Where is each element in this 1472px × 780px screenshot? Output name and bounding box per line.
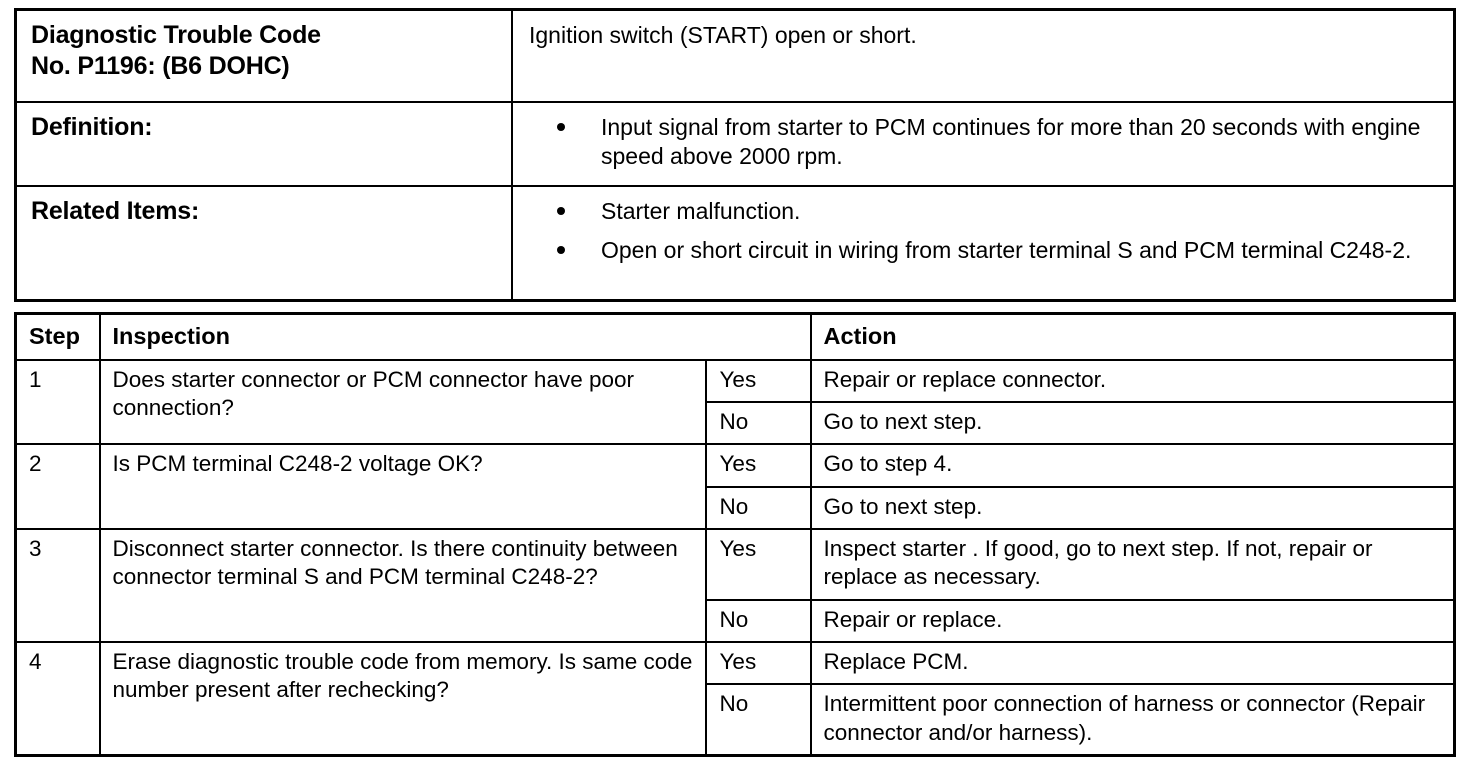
step-number: 3 [14, 527, 101, 644]
bullet-dot-icon [557, 207, 565, 215]
dtc-definition-value: Input signal from starter to PCM continu… [511, 101, 1456, 187]
table-row: 1 Does starter connector or PCM connecto… [14, 358, 1456, 446]
step-number: 1 [14, 358, 101, 446]
definition-bullet-list: Input signal from starter to PCM continu… [529, 113, 1443, 171]
table-row: No Intermittent poor connection of harne… [16, 683, 1456, 757]
list-item: Input signal from starter to PCM continu… [529, 113, 1443, 171]
dtc-code-label: Diagnostic Trouble Code No. P1196: (B6 D… [14, 8, 513, 103]
step-action-yes: Replace PCM. [809, 641, 1456, 686]
step-answer-no: No [705, 485, 812, 530]
step-action-yes: Go to step 4. [809, 443, 1456, 488]
table-row: 4 Erase diagnostic trouble code from mem… [14, 641, 1456, 757]
dtc-code-row: Diagnostic Trouble Code No. P1196: (B6 D… [14, 8, 1456, 103]
bullet-dot-icon [557, 123, 565, 131]
table-header-row: Step Inspection Action [14, 312, 1456, 361]
step-inspection-text: Erase diagnostic trouble code from memor… [98, 641, 708, 757]
table-row: No Go to next step. [16, 400, 1456, 446]
step-action-yes: Inspect starter . If good, go to next st… [809, 527, 1456, 601]
column-header-action: Action [809, 312, 1456, 361]
dtc-related-items-label: Related Items: [14, 185, 513, 302]
step-inspection-text: Disconnect starter connector. Is there c… [98, 527, 708, 644]
step-action-yes: Repair or replace connector. [809, 358, 1456, 403]
column-header-inspection: Inspection [98, 312, 812, 361]
dtc-code-description: Ignition switch (START) open or short. [511, 8, 1456, 103]
list-item: Open or short circuit in wiring from sta… [529, 236, 1443, 265]
step-inspection-text: Is PCM terminal C248-2 voltage OK? [98, 443, 708, 530]
step-action-no: Intermittent poor connection of harness … [809, 683, 1456, 757]
step-answer-no: No [705, 598, 812, 644]
dtc-summary-table: Diagnostic Trouble Code No. P1196: (B6 D… [14, 8, 1456, 302]
step-answer-no: No [705, 400, 812, 446]
step-answer-yes: Yes [705, 527, 812, 601]
step-answer-yes: Yes [705, 358, 812, 403]
list-item: Starter malfunction. [529, 197, 1443, 226]
bullet-dot-icon [557, 245, 565, 254]
dtc-related-items-value: Starter malfunction. Open or short circu… [511, 185, 1456, 302]
table-row: No Repair or replace. [16, 598, 1456, 644]
step-action-no: Go to next step. [809, 485, 1456, 530]
step-answer-yes: Yes [705, 443, 812, 488]
definition-bullet-text: Input signal from starter to PCM continu… [601, 114, 1421, 169]
step-inspection-text: Does starter connector or PCM connector … [98, 358, 708, 446]
related-item-text: Starter malfunction. [601, 198, 801, 224]
step-answer-yes: Yes [705, 641, 812, 686]
inspection-steps-table: Step Inspection Action 1 Does starter co… [14, 312, 1456, 758]
column-header-step: Step [14, 312, 101, 361]
dtc-related-items-row: Related Items: Starter malfunction. Open… [14, 185, 1456, 302]
table-row: No Go to next step. [16, 485, 1456, 530]
step-action-no: Repair or replace. [809, 598, 1456, 644]
dtc-definition-row: Definition: Input signal from starter to… [14, 101, 1456, 187]
step-number: 2 [14, 443, 101, 530]
related-items-bullet-list: Starter malfunction. Open or short circu… [529, 197, 1443, 265]
dtc-code-label-line2: No. P1196: (B6 DOHC) [31, 51, 290, 80]
step-number: 4 [14, 641, 101, 757]
step-answer-no: No [705, 683, 812, 757]
table-row: 2 Is PCM terminal C248-2 voltage OK? Yes… [14, 443, 1456, 530]
dtc-definition-label: Definition: [14, 101, 513, 187]
related-item-text: Open or short circuit in wiring from sta… [601, 236, 1412, 263]
step-action-no: Go to next step. [809, 400, 1456, 446]
dtc-code-label-line1: Diagnostic Trouble Code [31, 21, 321, 49]
table-row: 3 Disconnect starter connector. Is there… [14, 527, 1456, 644]
